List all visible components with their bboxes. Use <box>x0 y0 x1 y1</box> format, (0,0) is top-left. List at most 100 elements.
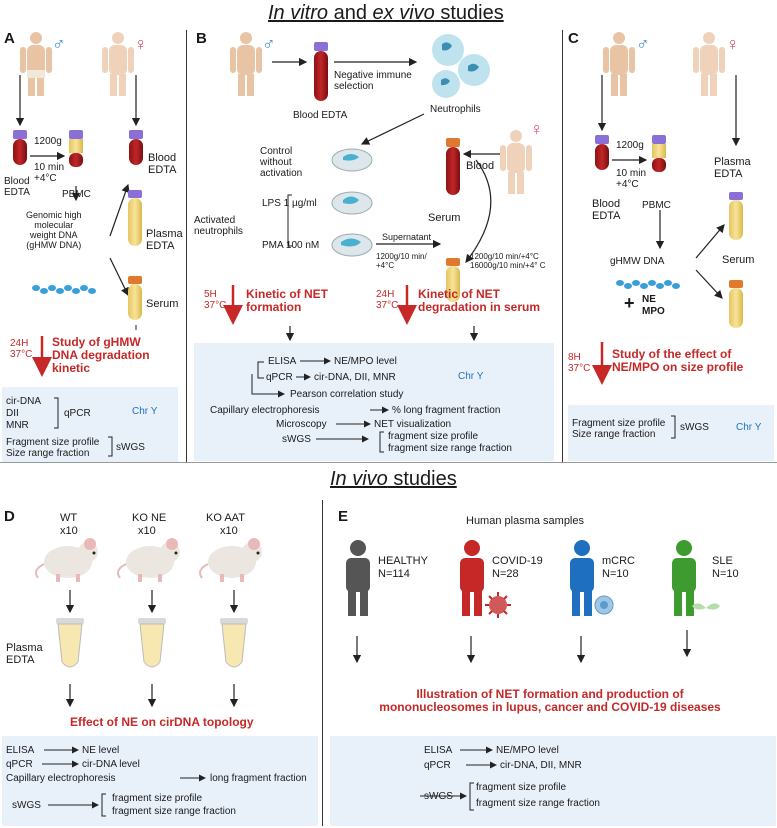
petri-dish-icon <box>331 233 373 257</box>
panel-e-result-box <box>330 736 776 826</box>
petri-dish-icon <box>331 191 373 215</box>
e-mcrc-n: N=10 <box>602 568 629 580</box>
person-icon <box>20 32 52 96</box>
e-swgs-result1: fragment size profile <box>476 782 567 793</box>
plasma-tube-icon <box>128 190 142 246</box>
b-swgs: sWGS <box>282 434 311 445</box>
b-control: Control without activation <box>260 146 303 179</box>
dna-icon <box>32 285 96 294</box>
panel-c-result-box <box>568 405 774 461</box>
panel-b-result-box <box>194 343 554 461</box>
female-symbol-icon: ♀ <box>134 34 148 54</box>
panel-a-result-box <box>2 387 178 462</box>
divider-horizontal <box>0 462 777 463</box>
b-chr: Chr Y <box>458 371 484 382</box>
e-healthy-n: N=114 <box>378 568 410 580</box>
person-icon <box>102 32 134 96</box>
d-group-koaat-name: KO AAT <box>206 512 245 524</box>
b-blood: Blood <box>466 160 495 172</box>
a-plasma-edta: Plasma EDTA <box>146 228 183 252</box>
serum-tube-icon <box>729 280 743 328</box>
e-covid-n: N=28 <box>492 568 519 580</box>
b-cap-result: % long fragment fraction <box>392 405 501 416</box>
e-qpcr: qPCR <box>424 760 451 771</box>
c-ne: NE <box>642 294 656 305</box>
c-box-swgs: sWGS <box>680 422 709 433</box>
d-group-koaat-n: x10 <box>220 525 238 537</box>
a-blood-edta-left: Blood EDTA <box>4 176 30 198</box>
e-sle-n: N=10 <box>712 568 739 580</box>
b-supernatant: Supernatant <box>382 232 432 242</box>
divider-de <box>322 500 323 826</box>
person-icon <box>500 130 532 194</box>
female-symbol-icon: ♀ <box>530 119 544 139</box>
a-blood-edta-right: Blood EDTA <box>148 152 177 176</box>
c-time-temp: 8H 37°C <box>568 352 591 374</box>
e-qpcr-result: cir-DNA, DII, MNR <box>500 760 582 771</box>
e-title: Illustration of NET formation and produc… <box>379 687 721 714</box>
virus-icon <box>485 592 511 618</box>
e-subtitle: Human plasma samples <box>466 515 584 527</box>
person-icon <box>346 540 370 616</box>
e-swgs-result2: fragment size range fraction <box>476 798 600 809</box>
a-centrifuge-time: 10 min <box>34 162 65 173</box>
b-lps: LPS 1 µg/ml <box>262 198 317 209</box>
b-cap-ep: Capillary electrophoresis <box>210 405 320 416</box>
person-icon <box>230 32 262 96</box>
a-box-qpcr: qPCR <box>64 408 91 419</box>
heading-in-vivo: In vivo <box>330 468 388 490</box>
c-blood-edta: Blood EDTA <box>592 198 621 222</box>
b-title-right: Kinetic of NET degradation in serum <box>418 287 541 314</box>
b-time-left: 5H 37°C <box>204 289 227 311</box>
panel-d-letter: D <box>4 508 15 525</box>
b-neutrophils: Neutrophils <box>430 104 481 115</box>
petri-dish-icon <box>331 148 373 172</box>
panel-e-letter: E <box>338 508 349 525</box>
a-box-chr: Chr Y <box>132 406 158 417</box>
a-box-items: cir-DNA DII MNR <box>6 396 41 431</box>
b-elisa-result: NE/MPO level <box>334 356 397 367</box>
b-microscopy: Microscopy <box>276 419 327 430</box>
d-swgs-result1: fragment size profile <box>112 793 203 804</box>
c-box-chr: Chr Y <box>736 422 762 433</box>
b-time-right: 24H 37°C <box>376 289 399 311</box>
d-group-wt-n: x10 <box>60 525 78 537</box>
d-group-kone-name: KO NE <box>132 512 167 524</box>
panel-b-letter: B <box>196 30 207 47</box>
d-swgs-result2: fragment size range fraction <box>112 806 236 817</box>
dna-icon <box>616 280 680 289</box>
b-micro-result: NET visualization <box>374 419 452 430</box>
blood-tube-icon <box>595 135 609 170</box>
a-time-temp: 24H 37°C <box>10 338 33 360</box>
a-centrifuge: 1200g <box>34 136 62 147</box>
d-group-kone-n: x10 <box>138 525 156 537</box>
divider-ab <box>186 30 187 462</box>
blood-tube-icon <box>129 130 143 165</box>
c-serum: Serum <box>722 254 755 266</box>
e-sle-name: SLE <box>712 555 733 567</box>
male-symbol-icon: ♂ <box>52 34 66 54</box>
b-pearson: Pearson correlation study <box>290 389 404 400</box>
mouse-icon <box>35 538 98 582</box>
panel-d-result-box <box>2 736 318 826</box>
person-icon <box>693 32 725 96</box>
a-centrifuge-temp: +4°C <box>34 173 57 184</box>
blood-tube-icon <box>69 130 83 167</box>
a-gdna: Genomic high molecular weight DNA (gHMW … <box>26 210 82 250</box>
heading-studies: studies <box>434 2 504 24</box>
serum-tube-icon <box>128 276 142 320</box>
c-study-title: Study of the effect of NE/MPO on size pr… <box>612 347 744 374</box>
plasma-tube-icon <box>138 618 166 668</box>
blood-tube-icon <box>13 130 27 165</box>
female-symbol-icon: ♀ <box>726 34 740 54</box>
neutrophil-icon <box>432 34 490 98</box>
b-title-left: Kinetic of NET formation <box>246 287 329 314</box>
b-negative-selection: Negative immune selection <box>334 70 412 92</box>
person-icon <box>603 32 635 96</box>
panel-a-letter: A <box>4 30 15 47</box>
blood-tube-icon <box>446 138 460 195</box>
male-symbol-icon: ♂ <box>636 34 650 54</box>
d-elisa: ELISA <box>6 745 35 756</box>
blood-tube-icon <box>314 42 328 101</box>
person-icon <box>460 540 484 616</box>
